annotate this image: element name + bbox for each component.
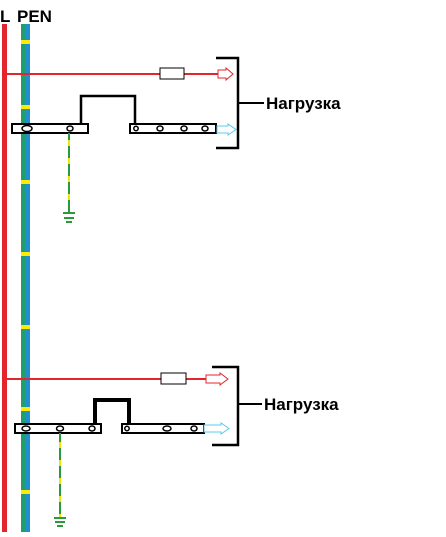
pen-bus bbox=[21, 24, 30, 532]
pen-bus-markers bbox=[21, 40, 30, 494]
terminal-block-1a bbox=[11, 123, 89, 134]
neutral-arrow-2 bbox=[203, 422, 230, 435]
ground-symbol-1 bbox=[63, 212, 75, 223]
load-label-2: Нагрузка bbox=[264, 395, 339, 414]
neutral-arrow-1 bbox=[216, 123, 237, 136]
phase-bus bbox=[2, 24, 7, 532]
ground-symbol-2 bbox=[54, 517, 66, 527]
terminal-block-1b bbox=[129, 123, 217, 134]
fuse-1 bbox=[159, 67, 185, 80]
terminal-block-2a bbox=[14, 423, 102, 434]
phase-arrow-2 bbox=[205, 372, 229, 386]
jumper-2 bbox=[93, 398, 131, 424]
phase-tap-2 bbox=[6, 378, 206, 380]
phase-tap-1 bbox=[6, 73, 218, 75]
circuit-1: Нагрузка bbox=[6, 56, 341, 223]
load-bracket-2 bbox=[212, 365, 240, 447]
load-label-1: Нагрузка bbox=[266, 94, 341, 113]
phase-arrow-1 bbox=[217, 66, 234, 82]
phase-label: L bbox=[0, 7, 10, 26]
pen-label: PEN bbox=[17, 7, 52, 26]
fuse-2 bbox=[160, 372, 187, 385]
jumper-1 bbox=[79, 94, 137, 124]
circuit-2: Нагрузка bbox=[6, 365, 339, 527]
